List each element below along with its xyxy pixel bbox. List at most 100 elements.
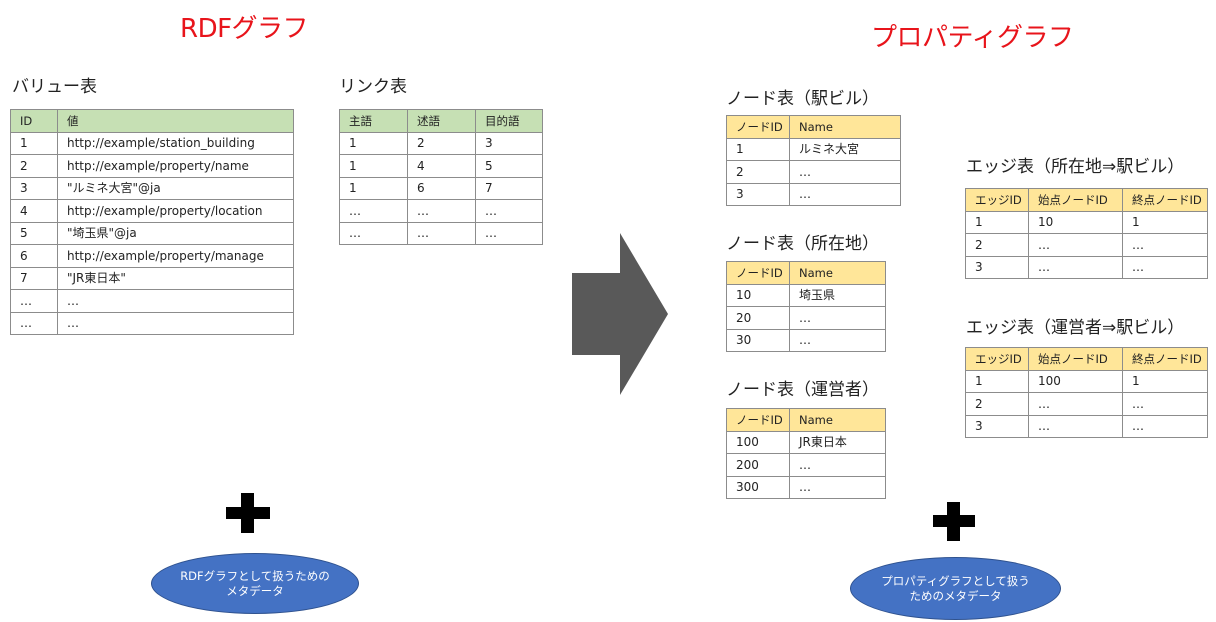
value-table-caption: バリュー表 [12,77,97,97]
table-cell: … [407,221,476,245]
table-cell: 3 [10,176,58,200]
table-cell: 1 [339,131,408,155]
edge-table-caption-1: エッジ表（所在地⇒駅ビル） [966,157,1185,177]
table-cell: "埼玉県"@ja [57,221,294,245]
table-cell: http://example/property/location [57,199,294,223]
table-cell: … [789,453,886,477]
table-cell: … [1028,233,1123,257]
node-table-caption-1: ノード表（駅ビル） [726,89,879,109]
table-cell: … [1122,233,1208,257]
table-row: 5"埼玉県"@ja [10,221,294,245]
column-header: ID [10,109,58,133]
right-arrow-icon [572,233,668,395]
pg-metadata-label: プロパティグラフとして扱う ためのメタデータ [881,573,1030,603]
column-header: 終点ノードID [1122,188,1208,212]
table-cell: 2 [407,131,476,155]
column-header: 終点ノードID [1122,347,1208,371]
table-cell: … [475,221,543,245]
table-cell: 7 [475,176,543,200]
table-cell: … [1028,414,1123,438]
table-header-row: 主語述語目的語 [339,109,543,133]
column-header: ノードID [726,115,790,139]
table-cell: 2 [965,233,1029,257]
table-cell: 1 [339,154,408,178]
table-cell: http://example/property/manage [57,244,294,268]
column-header: Name [789,261,886,285]
table-cell: 6 [10,244,58,268]
table-cell: 3 [965,414,1029,438]
table-cell: … [1122,255,1208,279]
table-cell: 5 [10,221,58,245]
table-cell: … [57,289,294,313]
table-cell: 1 [1122,369,1208,393]
table-cell: 30 [726,328,790,352]
table-cell: 4 [407,154,476,178]
table-cell: 10 [726,283,790,307]
table-row: 20… [726,306,886,330]
table-cell: 3 [965,255,1029,279]
column-header: 始点ノードID [1028,188,1123,212]
table-cell: … [475,199,543,223]
table-cell: 2 [965,392,1029,416]
table-cell: 3 [726,182,790,206]
column-header: ノードID [726,261,790,285]
table-cell: 1 [339,176,408,200]
column-header: エッジID [965,347,1029,371]
table-cell: 2 [726,160,790,184]
table-cell: 1 [965,369,1029,393]
table-cell: 1 [726,137,790,161]
rdf-title: RDFグラフ [180,14,309,44]
table-row: ……… [339,199,543,223]
table-cell: 100 [1028,369,1123,393]
column-header: 主語 [339,109,408,133]
table-cell: http://example/station_building [57,131,294,155]
table-cell: … [789,306,886,330]
table-cell: "ルミネ大宮"@ja [57,176,294,200]
table-row: 2…… [965,233,1208,257]
table-cell: … [10,311,58,335]
link-table-caption: リンク表 [339,77,407,97]
table-row: …… [10,289,294,313]
table-row: ……… [339,221,543,245]
table-row: 7"JR東日本" [10,266,294,290]
table-row: 200… [726,453,886,477]
table-cell: … [407,199,476,223]
table-cell: 1 [10,131,58,155]
column-header: 目的語 [475,109,543,133]
table-cell: … [789,182,901,206]
table-cell: 1 [965,210,1029,234]
table-cell: … [1122,392,1208,416]
column-header: Name [789,115,901,139]
table-cell: … [789,328,886,352]
table-cell: … [789,160,901,184]
column-header: 述語 [407,109,476,133]
table-row: 3…… [965,255,1208,279]
column-header: 始点ノードID [1028,347,1123,371]
node-table-caption-2: ノード表（所在地） [726,234,879,254]
table-cell: … [339,221,408,245]
table-cell: JR東日本 [789,430,886,454]
table-cell: … [789,475,886,499]
table-row: 2…… [965,392,1208,416]
table-cell: "JR東日本" [57,266,294,290]
